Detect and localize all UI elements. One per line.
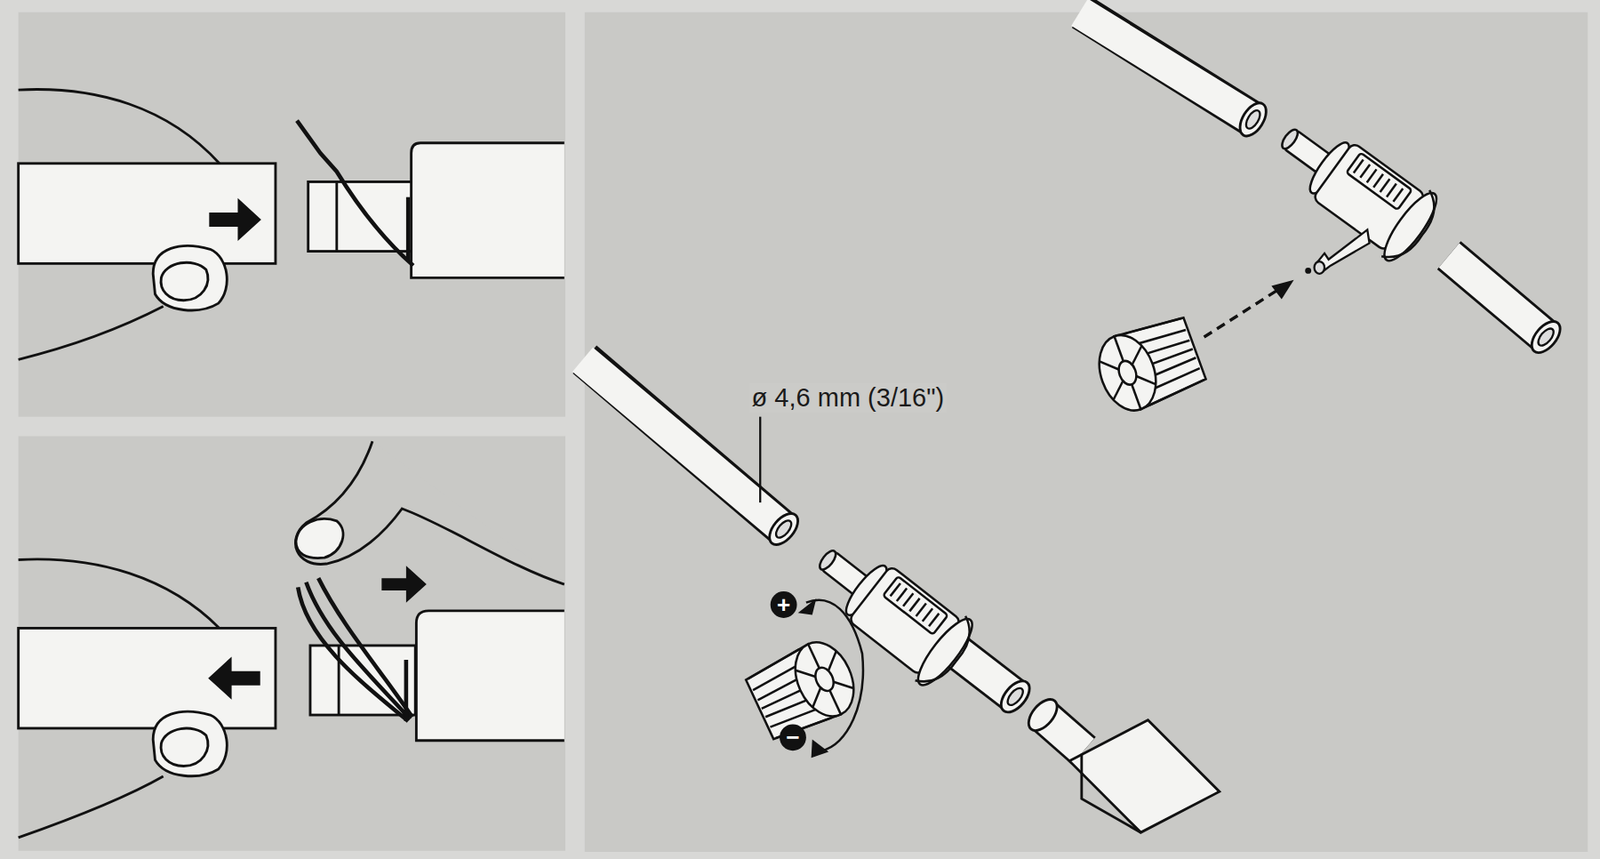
increase-sign: +	[770, 591, 798, 618]
insert-step	[18, 89, 565, 360]
panel	[18, 12, 566, 417]
tubes	[582, 12, 1566, 832]
sign-badge	[779, 723, 807, 751]
bottom-connector	[743, 524, 982, 758]
dimension-label: ø 4,6 mm (3/16")	[749, 383, 948, 413]
loose-cap	[1089, 280, 1295, 419]
top-connector	[1261, 103, 1446, 274]
panel	[18, 435, 566, 850]
sign-badge	[770, 591, 798, 618]
panel	[584, 12, 1588, 852]
decrease-sign: −	[779, 723, 807, 751]
release-step	[18, 440, 565, 838]
leader-line	[759, 416, 761, 503]
